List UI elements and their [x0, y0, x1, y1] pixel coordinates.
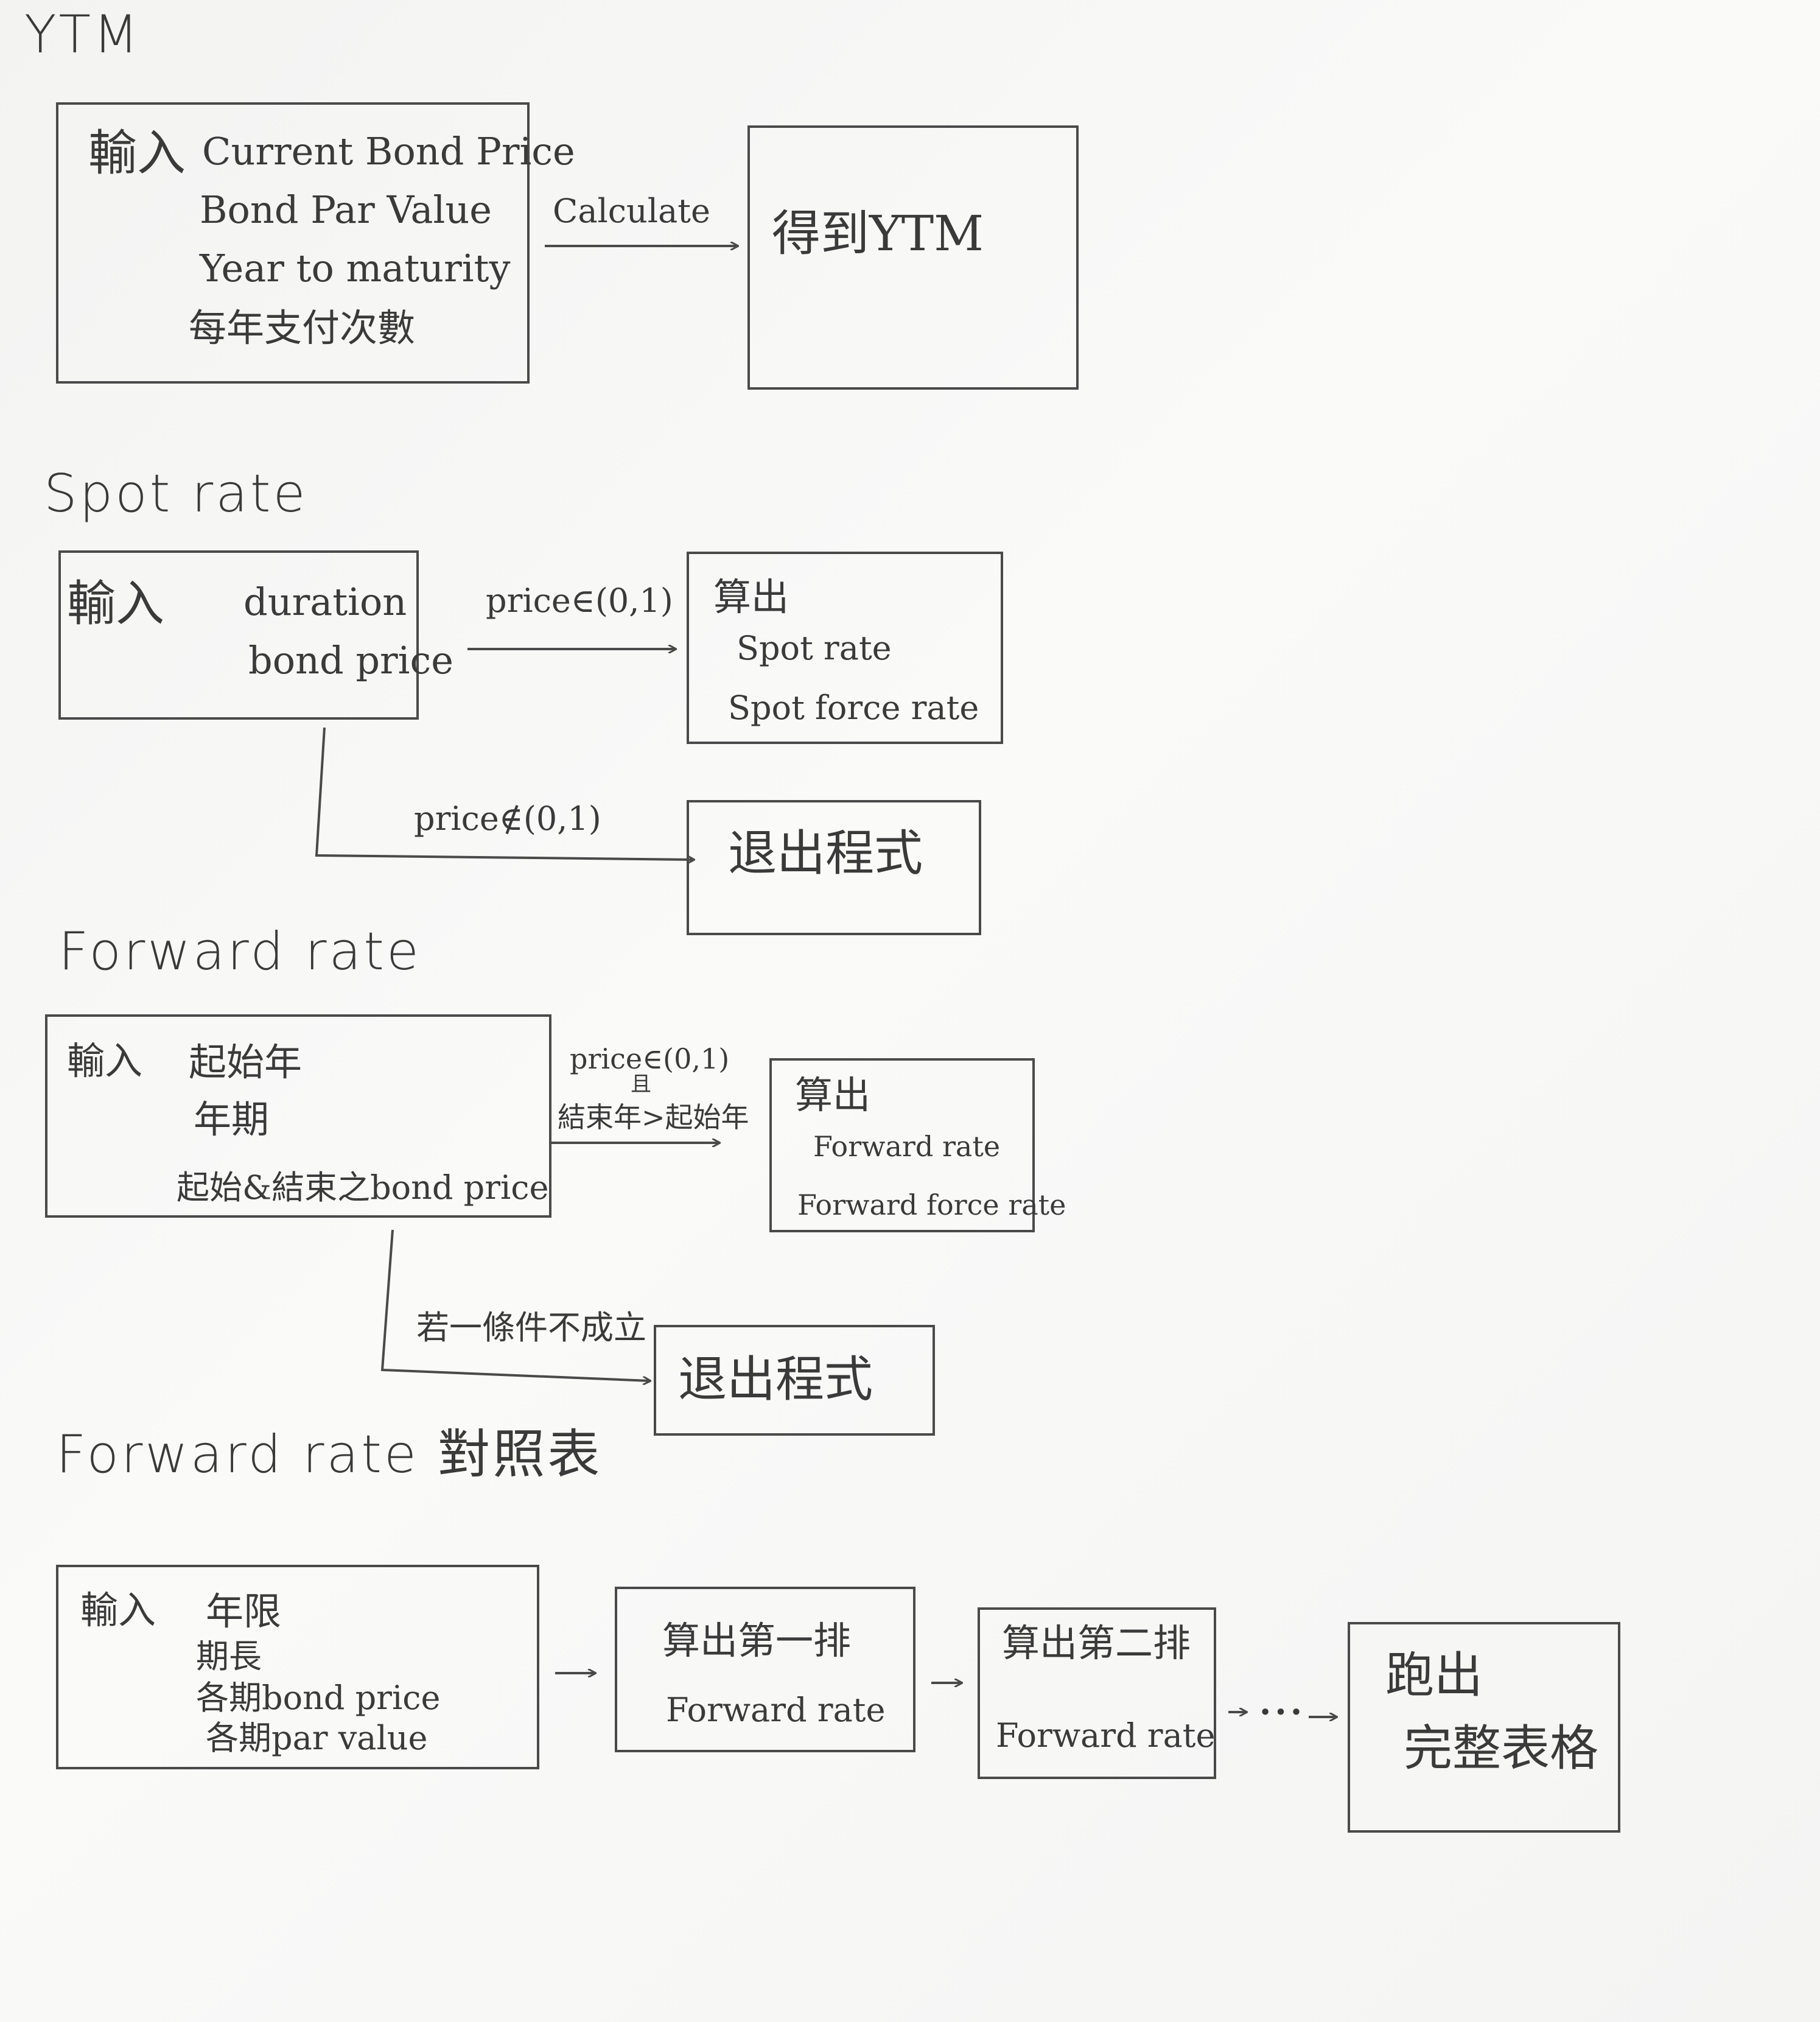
forward-success-label-and: 且 — [631, 1072, 651, 1097]
ytm-output-box — [747, 125, 1079, 390]
table-step2-box — [978, 1607, 1216, 1779]
spot-input-box — [58, 550, 419, 720]
spot-output-box — [687, 552, 1003, 744]
table-input-prefix: 輸入 — [80, 1588, 156, 1632]
ytm-input-box — [56, 102, 530, 384]
table-final-line1: 跑出 — [1385, 1647, 1483, 1704]
table-input-period: 期長 — [196, 1637, 262, 1676]
table-final-box — [1348, 1622, 1620, 1833]
forward-output-forward-force-rate: Forward force rate — [797, 1188, 1066, 1221]
forward-exit-label: 退出程式 — [678, 1351, 873, 1408]
ytm-section-title: YTM — [24, 4, 141, 65]
ytm-input-year-to-maturity: Year to maturity — [200, 246, 511, 290]
forward-fail-label: 若一條件不成立 — [416, 1308, 646, 1347]
spot-fail-arrow — [315, 727, 694, 860]
ytm-input-prefix: 輸入 — [88, 125, 186, 181]
table-input-years: 年限 — [206, 1589, 282, 1634]
table-step1-line1: 算出第一排 — [662, 1618, 852, 1663]
spot-output-spot-force-rate: Spot force rate — [728, 689, 979, 727]
table-final-line2: 完整表格 — [1404, 1720, 1598, 1777]
forward-success-label-years: 結束年>起始年 — [558, 1101, 749, 1134]
forward-input-term: 年期 — [194, 1097, 270, 1142]
forward-output-forward-rate: Forward rate — [813, 1130, 1001, 1163]
forward-success-label-price: price∈(0,1) — [570, 1042, 730, 1075]
forward-section-title: Forward rate — [58, 921, 421, 982]
spot-exit-label: 退出程式 — [728, 825, 923, 882]
table-section-title: Forward rate 對照表 — [56, 1424, 603, 1485]
table-step2-line2: Forward rate — [996, 1716, 1216, 1755]
forward-output-prefix: 算出 — [795, 1073, 871, 1117]
ytm-input-current-bond-price: Current Bond Price — [202, 129, 575, 174]
ytm-output-label: 得到YTM — [772, 205, 984, 262]
spot-input-prefix: 輸入 — [67, 575, 164, 632]
spot-output-spot-rate: Spot rate — [737, 629, 892, 667]
spot-section-title: Spot rate — [44, 463, 308, 524]
table-step1-box — [615, 1587, 915, 1752]
spot-output-prefix: 算出 — [713, 575, 789, 619]
spot-fail-label: price∉(0,1) — [414, 799, 601, 838]
ytm-input-bond-par-value: Bond Par Value — [200, 188, 492, 232]
table-input-box — [56, 1565, 539, 1769]
forward-output-box — [769, 1058, 1035, 1232]
ytm-input-payments-per-year: 每年支付次數 — [189, 306, 416, 350]
forward-fail-arrow — [380, 1229, 650, 1381]
spot-success-label: price∈(0,1) — [486, 581, 673, 620]
table-step1-line2: Forward rate — [666, 1691, 886, 1729]
table-input-par-values: 各期par value — [206, 1719, 428, 1757]
forward-input-prefix: 輸入 — [67, 1039, 143, 1083]
forward-input-box — [45, 1014, 551, 1218]
table-ellipsis: ··· — [1258, 1683, 1304, 1740]
spot-exit-box — [687, 800, 981, 935]
forward-exit-box — [654, 1325, 935, 1436]
spot-input-bond-price: bond price — [248, 638, 453, 683]
table-input-bond-prices: 各期bond price — [196, 1679, 441, 1717]
spot-input-duration: duration — [243, 580, 407, 624]
table-step2-line1: 算出第二排 — [1002, 1621, 1191, 1665]
forward-input-start-year: 起始年 — [189, 1040, 303, 1084]
forward-input-bond-prices: 起始&結束之bond price — [177, 1168, 549, 1207]
ytm-arrow-label: Calculate — [553, 192, 710, 230]
